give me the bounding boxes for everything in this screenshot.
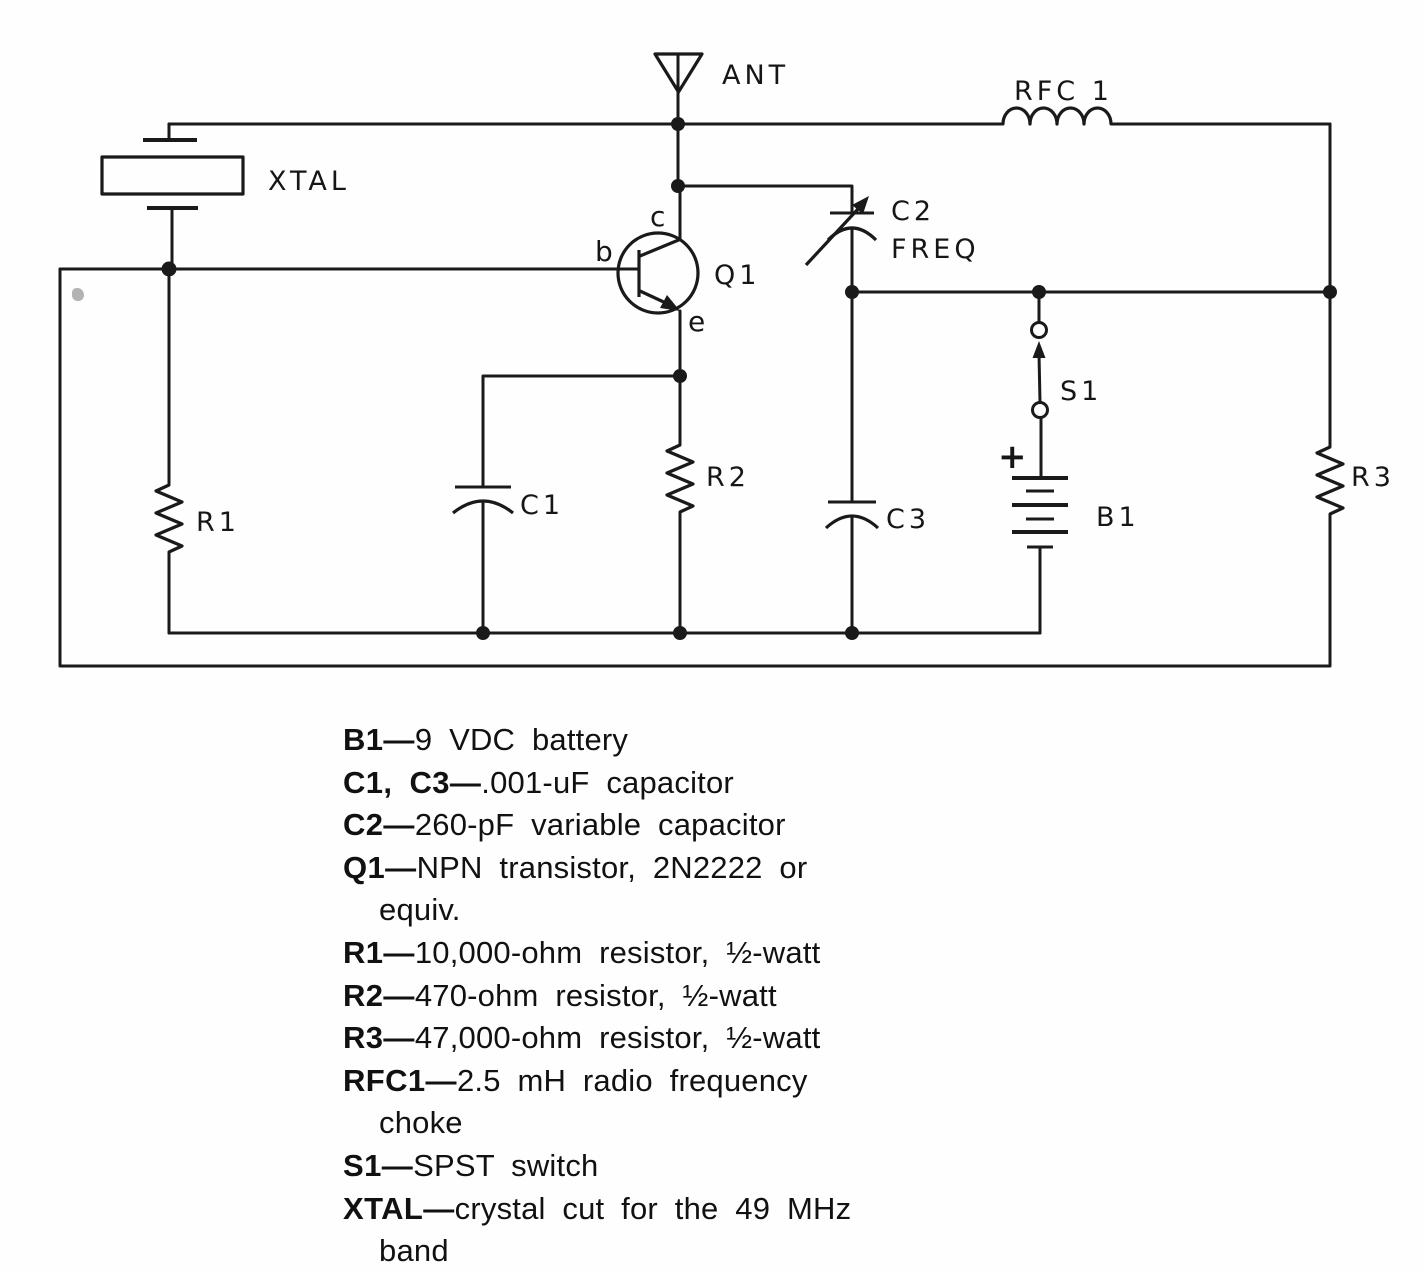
- parts-list-line-xtal-cont: band: [343, 1230, 851, 1273]
- part-desc: SPST switch: [413, 1147, 599, 1183]
- part-desc: choke: [379, 1105, 463, 1141]
- label-q1: Q1: [714, 260, 760, 291]
- parts-list-line-b1: B1—9 VDC battery: [343, 719, 851, 762]
- label-base: b: [595, 235, 613, 268]
- parts-list-line-c2: C2—260-pF variable capacitor: [343, 804, 851, 847]
- resistor-r2: [665, 374, 695, 635]
- part-desc: crystal cut for the 49 MHz: [454, 1190, 852, 1226]
- variable-capacitor-c2-symbol: [676, 184, 878, 294]
- resistor-r1: [154, 267, 184, 635]
- top-rail-wire: [167, 106, 1332, 126]
- junction-dots: [161, 117, 1337, 640]
- parts-list-line-rfc1: RFC1—2.5 mH radio frequency: [343, 1060, 851, 1103]
- crystal-symbol: [100, 122, 245, 271]
- parts-list-line-r1: R1—10,000-ohm resistor, ½-watt: [343, 932, 851, 975]
- battery-plus-sign: +: [998, 437, 1027, 477]
- label-b1: B1: [1096, 502, 1140, 533]
- part-desc: 470-ohm resistor, ½-watt: [414, 977, 777, 1013]
- part-desc: NPN transistor, 2N2222 or: [416, 849, 808, 885]
- label-xtal: XTAL: [268, 166, 350, 197]
- label-c2: C2: [891, 196, 935, 227]
- part-ref: RFC1—: [343, 1062, 457, 1098]
- resistor-r3: [1315, 290, 1345, 516]
- label-r1: R1: [196, 507, 240, 538]
- parts-list-line-q1: Q1—NPN transistor, 2N2222 or: [343, 847, 851, 890]
- label-c1: C1: [520, 490, 564, 521]
- scan-speck: [72, 288, 84, 301]
- label-r3: R3: [1351, 462, 1395, 493]
- label-freq: FREQ: [891, 234, 980, 265]
- label-emitter: e: [688, 305, 705, 338]
- capacitor-c1-symbol: [452, 485, 514, 635]
- part-ref: C2—: [343, 807, 415, 843]
- parts-list-line-s1: S1—SPST switch: [343, 1145, 851, 1188]
- label-rfc1: RFC 1: [1014, 76, 1113, 107]
- part-ref: XTAL—: [343, 1190, 455, 1226]
- part-desc: 260-pF variable capacitor: [414, 807, 786, 843]
- part-desc: 2.5 mH radio frequency: [456, 1062, 808, 1098]
- part-ref: R3—: [343, 1020, 415, 1056]
- switch-s1-symbol: [1030, 290, 1049, 480]
- part-desc: equiv.: [379, 892, 461, 928]
- s1-arrow-icon: [1032, 341, 1046, 358]
- part-desc: band: [379, 1233, 449, 1269]
- parts-list-line-xtal: XTAL—crystal cut for the 49 MHz: [343, 1188, 851, 1231]
- parts-list-line-r3: R3—47,000-ohm resistor, ½-watt: [343, 1017, 851, 1060]
- part-desc: 47,000-ohm resistor, ½-watt: [414, 1020, 821, 1056]
- c2-arrow-icon: [852, 196, 869, 214]
- rfc1-choke-coil: [1001, 106, 1113, 126]
- label-collector: c: [650, 200, 665, 233]
- part-ref: Q1—: [343, 849, 417, 885]
- parts-list-line-rfc1-cont: choke: [343, 1102, 851, 1145]
- emitter-branch-wire: [481, 374, 682, 489]
- parts-list: B1—9 VDC battery C1, C3—.001-uF capacito…: [343, 719, 851, 1273]
- part-ref: C1, C3—: [343, 764, 482, 800]
- parts-list-line-c1c3: C1, C3—.001-uF capacitor: [343, 762, 851, 805]
- part-ref: B1—: [343, 722, 415, 757]
- label-c3: C3: [886, 504, 930, 535]
- label-s1: S1: [1060, 376, 1102, 407]
- outer-return-wire: [58, 267, 1332, 668]
- label-r2: R2: [706, 462, 750, 493]
- part-desc: 10,000-ohm resistor, ½-watt: [414, 934, 821, 970]
- part-ref: R2—: [343, 977, 415, 1013]
- part-desc: .001-uF capacitor: [481, 764, 734, 800]
- part-ref: R1—: [343, 934, 415, 970]
- circuit-schematic: ANT RFC 1 XTAL C2 FREQ b c e Q1 R1 C1 R2…: [58, 52, 1395, 668]
- part-ref: S1—: [343, 1147, 414, 1183]
- part-desc: 9 VDC battery: [414, 722, 629, 757]
- parts-list-line-r2: R2—470-ohm resistor, ½-watt: [343, 975, 851, 1018]
- battery-b1-symbol: [1012, 476, 1068, 635]
- label-ant: ANT: [722, 60, 789, 91]
- capacitor-c3-symbol: [824, 290, 880, 635]
- transistor-q1-symbol: [616, 184, 700, 378]
- parts-list-line-q1-cont: equiv.: [343, 889, 851, 932]
